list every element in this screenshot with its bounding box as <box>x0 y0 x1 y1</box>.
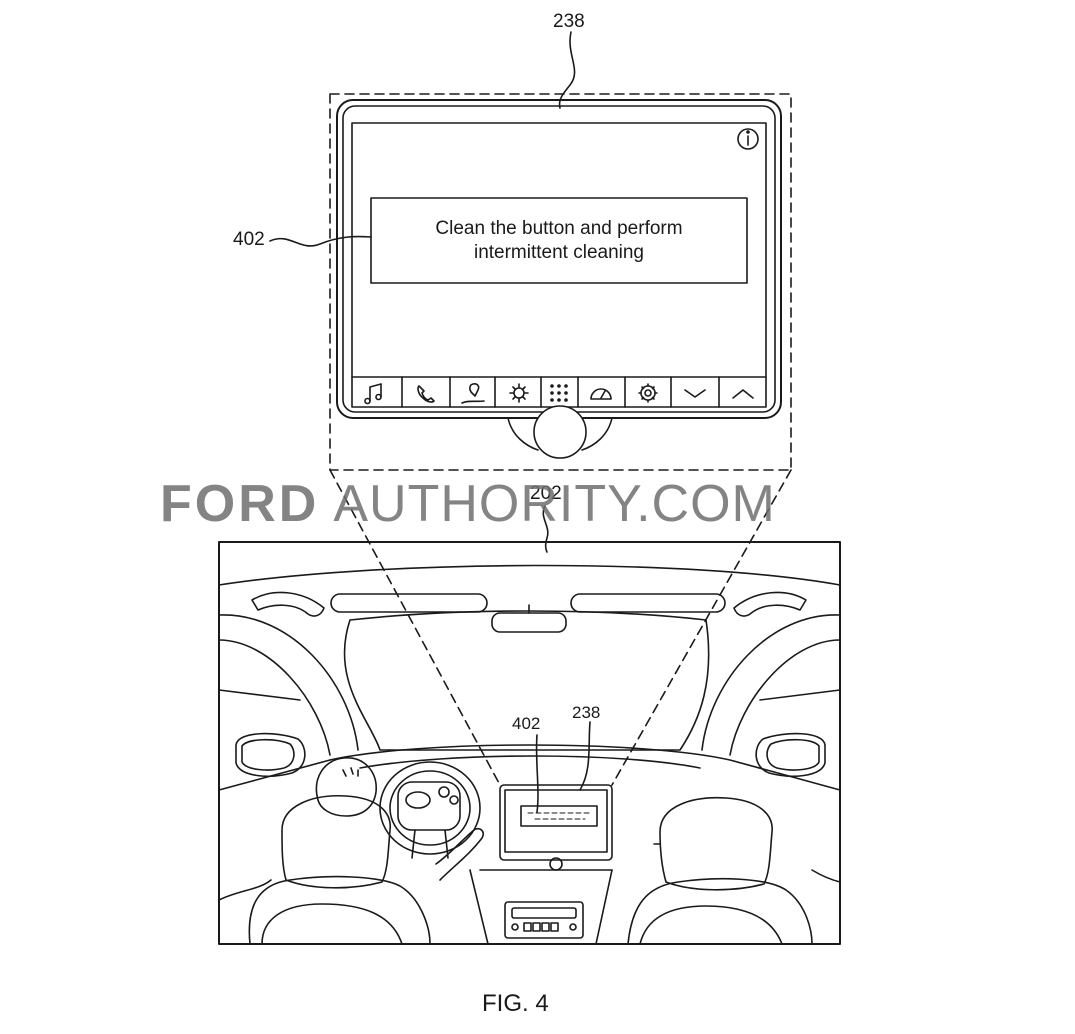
apps-grid-icon <box>550 384 568 402</box>
message-line-1: Clean the button and perform <box>435 217 683 239</box>
phone-icon <box>417 385 435 403</box>
leader-402 <box>269 235 372 247</box>
reference-numeral-238: 238 <box>553 11 585 32</box>
message-line-2: intermittent cleaning <box>473 241 645 263</box>
leader-238 <box>558 31 576 109</box>
steering-wheel <box>379 761 481 859</box>
watermark-brand: FORD <box>160 475 320 533</box>
chevron-up-icon <box>732 389 754 399</box>
dashboard <box>329 744 841 791</box>
gear-icon <box>638 383 658 403</box>
music-note-icon <box>364 383 382 405</box>
reference-numeral-238-dash: 238 <box>572 703 601 722</box>
info-icon <box>737 128 759 150</box>
knob-mount <box>507 417 613 451</box>
rear-view-mirror <box>491 612 567 633</box>
leader-202 <box>542 505 549 553</box>
projection-box <box>329 93 792 471</box>
chevron-down-icon <box>684 389 706 398</box>
driver-seat <box>218 795 431 945</box>
figure-caption: FIG. 4 <box>482 990 549 1017</box>
settings-sun-icon <box>509 383 529 403</box>
passenger-seat <box>627 796 841 945</box>
volume-knob <box>533 405 587 459</box>
interior-frame <box>218 541 841 945</box>
windshield <box>343 610 710 751</box>
speedometer-icon <box>590 388 612 400</box>
watermark-site: AUTHORITY.COM <box>333 475 776 533</box>
nav-dividers <box>401 376 720 408</box>
message-box <box>370 197 748 284</box>
dash-message-box <box>520 805 598 827</box>
driver-head <box>315 757 377 817</box>
navigation-pin-icon <box>461 383 485 404</box>
cleaning-message: Clean the button and perform intermitten… <box>371 198 747 283</box>
climate-panel <box>504 901 584 939</box>
reference-numeral-402-dash: 402 <box>512 714 541 733</box>
reference-numeral-402: 402 <box>233 229 265 250</box>
dash-screen <box>499 784 613 861</box>
reference-numeral-202: 202 <box>530 483 562 504</box>
